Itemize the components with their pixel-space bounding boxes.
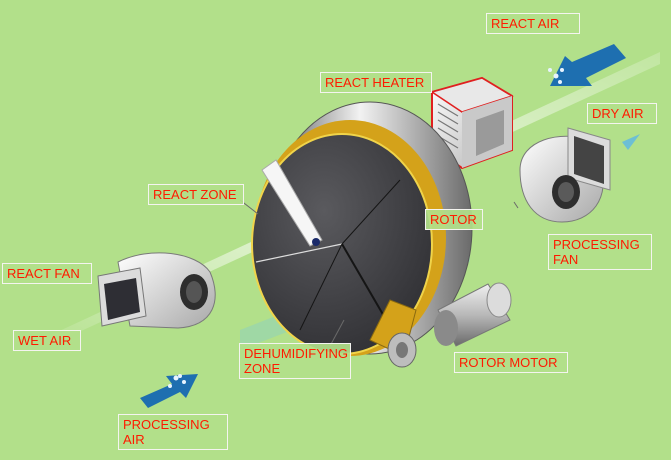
- react-heater-label: REACT HEATER: [320, 72, 432, 93]
- rotor-wheel-icon: [251, 101, 473, 356]
- rotor-label: ROTOR: [425, 209, 483, 230]
- wet-air-label: WET AIR: [13, 330, 81, 351]
- react-air-label: REACT AIR: [486, 13, 580, 34]
- react-zone-label: REACT ZONE: [148, 184, 244, 205]
- react-air-arrow-icon: [548, 44, 626, 86]
- processing-fan-label: PROCESSING FAN: [548, 234, 652, 270]
- react-fan-icon: [97, 252, 216, 329]
- processing-air-label: PROCESSING AIR: [118, 414, 228, 450]
- dry-air-label: DRY AIR: [587, 103, 657, 124]
- dehumidifying-zone-label: DEHUMIDIFYING ZONE: [239, 343, 351, 379]
- processing-air-arrow-icon: [140, 374, 198, 408]
- rotor-motor-label: ROTOR MOTOR: [454, 352, 568, 373]
- rotor-motor-icon: [387, 282, 512, 368]
- react-heater-icon: [430, 76, 514, 170]
- processing-fan-icon: [519, 127, 611, 223]
- react-fan-label: REACT FAN: [2, 263, 92, 284]
- dry-air-arrow-icon: [622, 134, 640, 150]
